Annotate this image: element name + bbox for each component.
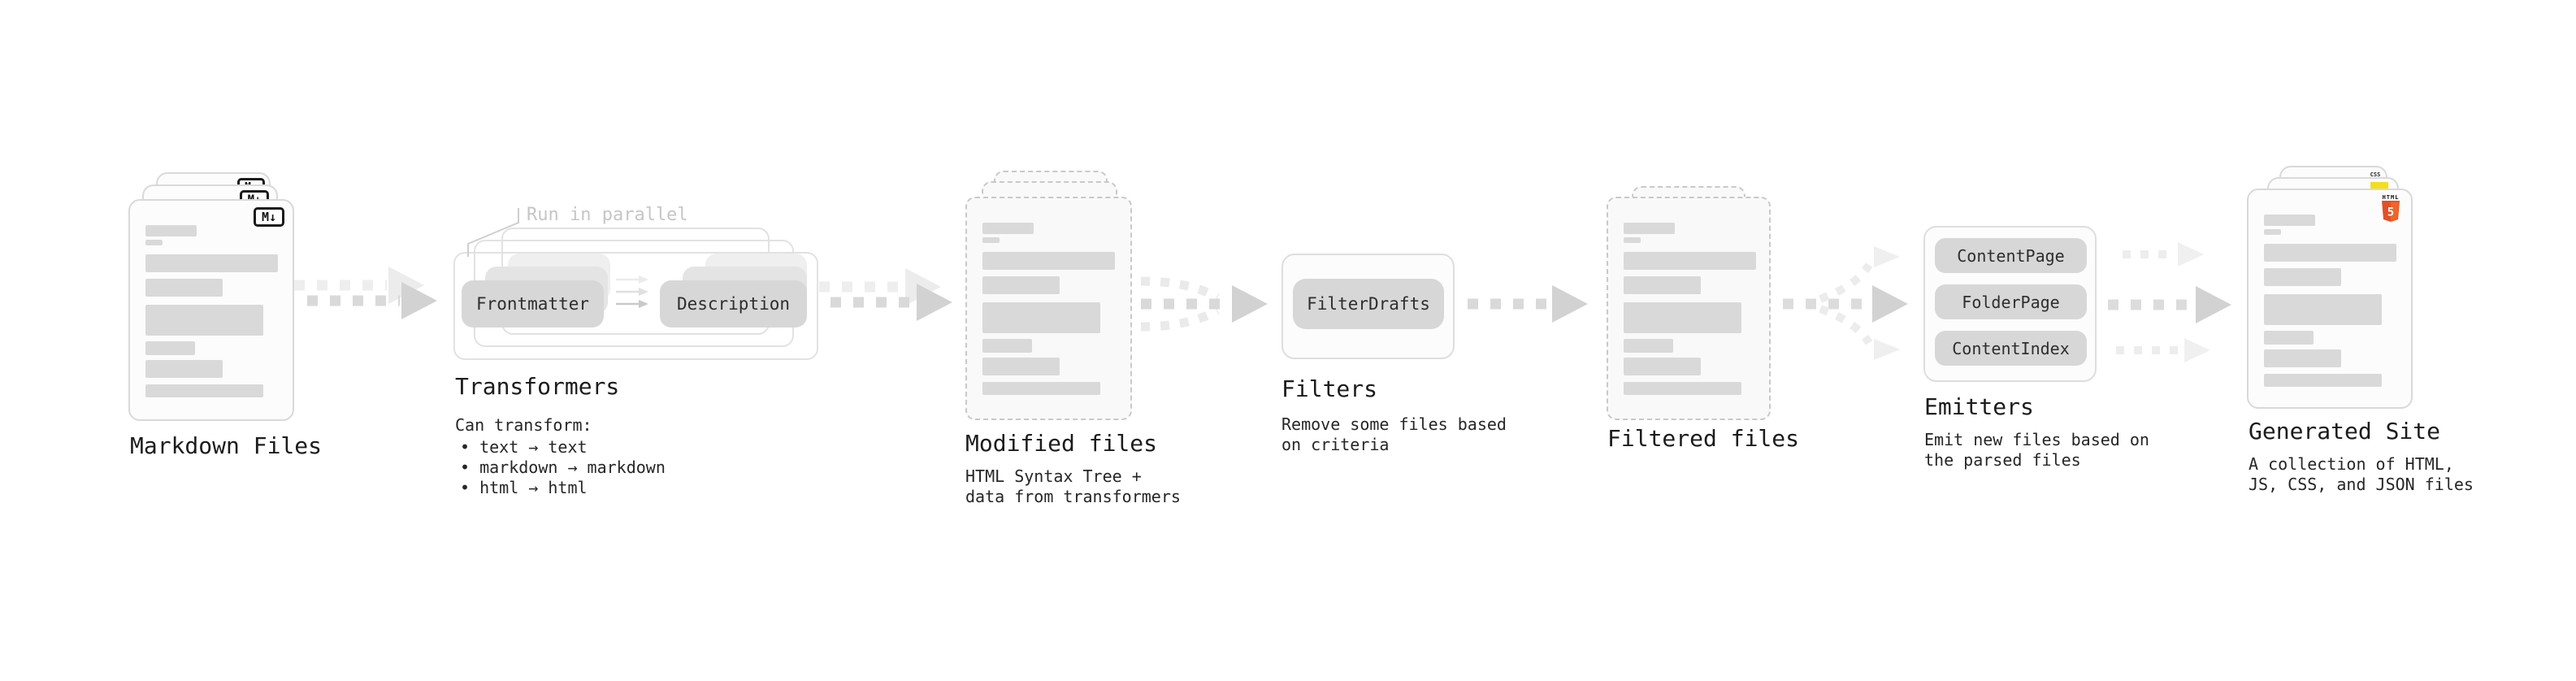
filters-subtitle: Remove some files based on criteria [1281,414,1507,455]
text-line-placeholder [1624,339,1673,353]
text-line-placeholder [2264,244,2396,262]
text-line-placeholder [2264,215,2315,226]
text-line-placeholder [145,360,223,378]
text-line-placeholder [1624,302,1741,333]
text-line-placeholder [1624,252,1756,270]
text-line-placeholder [145,305,263,336]
subtitle-line: on criteria [1281,435,1390,454]
text-line-placeholder [2264,268,2341,286]
text-line-placeholder [982,252,1115,270]
bullet-item: • html → html [460,478,588,497]
transformers-bullets: • text → text • markdown → markdown • ht… [460,437,666,498]
css-icon-label: CSS [2370,171,2381,178]
stage-title-transformers: Transformers [455,373,620,400]
transformer-group-front [453,252,818,360]
text-line-placeholder [145,240,163,245]
text-line-placeholder [145,279,223,297]
stage-title-modified-files: Modified files [965,430,1158,457]
arrow-transformers-to-modified [819,268,952,321]
transformers-desc-heading: Can transform: [455,415,592,435]
arrow-filters-to-filtered [1468,285,1588,323]
text-line-placeholder [2264,229,2281,235]
subtitle-line: Emit new files based on [1924,430,2149,449]
filterdrafts-pill: FilterDrafts [1293,279,1444,329]
arrow-markdown-to-transformers [294,267,437,319]
text-line-placeholder [982,223,1034,234]
html5-icon-label: HTML [2382,194,2400,201]
contentpage-pill: ContentPage [1935,238,2087,273]
stage-title-filters: Filters [1281,375,1378,402]
document-text-placeholder [2264,215,2396,387]
arrow-emitters-to-generated [2108,242,2231,362]
text-line-placeholder [2264,294,2382,325]
bullet-item: • markdown → markdown [460,458,666,477]
text-line-placeholder [982,339,1032,353]
modified-doc-front [965,197,1132,420]
stage-title-emitters: Emitters [1924,393,2034,420]
document-text-placeholder [982,223,1115,395]
bullet-item: • text → text [460,437,588,457]
text-line-placeholder [982,302,1100,333]
text-line-placeholder [982,358,1060,375]
text-line-placeholder [1624,358,1701,375]
document-text-placeholder [1624,223,1756,395]
html5-icon: HTML 5 [2380,194,2401,226]
document-text-placeholder [145,225,278,397]
run-in-parallel-note: Run in parallel [527,205,688,225]
text-line-placeholder [2264,374,2382,387]
description-pill: Description [660,280,807,327]
stage-title-filtered-files: Filtered files [1607,425,1800,452]
markdown-doc-front: M↓ [128,199,294,421]
text-line-placeholder [982,382,1100,395]
filtered-doc-front [1607,197,1771,420]
contentindex-pill: ContentIndex [1935,331,2087,366]
stage-title-generated-site: Generated Site [2249,418,2441,445]
subtitle-line: the parsed files [1924,450,2081,470]
generated-site-subtitle: A collection of HTML, JS, CSS, and JSON … [2249,454,2474,495]
text-line-placeholder [1624,237,1641,243]
text-line-placeholder [1624,382,1741,395]
markdown-icon: M↓ [254,207,284,227]
frontmatter-pill: Frontmatter [462,280,604,327]
subtitle-line: data from transformers [965,487,1181,506]
arrow-filtered-to-emitters [1783,246,1908,360]
folderpage-pill: FolderPage [1935,284,2087,319]
subtitle-line: HTML Syntax Tree + [965,466,1142,486]
subtitle-line: Remove some files based [1281,414,1507,434]
html5-icon-number: 5 [2387,206,2394,219]
text-line-placeholder [2264,349,2341,367]
subtitle-line: A collection of HTML, [2249,454,2454,474]
modified-files-subtitle: HTML Syntax Tree + data from transformer… [965,466,1181,507]
filters-card: FilterDrafts [1281,254,1455,359]
text-line-placeholder [982,237,1000,243]
emitters-subtitle: Emit new files based on the parsed files [1924,430,2149,471]
text-line-placeholder [982,276,1060,294]
subtitle-line: JS, CSS, and JSON files [2249,475,2474,494]
text-line-placeholder [145,384,263,397]
text-line-placeholder [1624,223,1675,234]
text-line-placeholder [145,254,278,272]
text-line-placeholder [145,225,197,236]
arrow-modified-to-filters [1140,276,1268,332]
text-line-placeholder [2264,331,2314,345]
text-line-placeholder [145,341,195,355]
generated-doc-html: HTML 5 [2247,189,2413,409]
text-line-placeholder [1624,276,1701,294]
emitters-card: ContentPage FolderPage ContentIndex [1923,226,2097,382]
stage-title-markdown-files: Markdown Files [130,432,323,459]
